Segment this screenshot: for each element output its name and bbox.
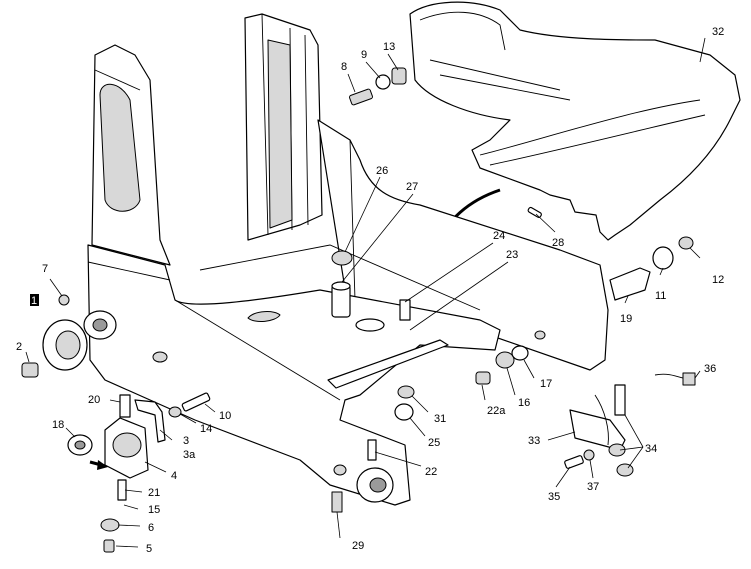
callout-7: 7	[42, 263, 48, 275]
leader-lines	[25, 37, 706, 548]
angle-plate-part-3	[134, 399, 166, 443]
bracket-part-4	[67, 417, 149, 479]
callout-22a: 22a	[487, 405, 506, 417]
callout-8: 8	[341, 61, 347, 73]
callout-2: 2	[16, 341, 22, 353]
callout-31: 31	[434, 413, 446, 425]
callout-23: 23	[506, 249, 518, 261]
cover-plate	[409, 1, 741, 241]
callout-17: 17	[540, 378, 552, 390]
center-tower	[244, 13, 323, 241]
callout-labels: 32 8 9 13 26 27 24 23 28 11 12 19 7 1 2 …	[16, 26, 724, 555]
fasteners	[21, 67, 694, 553]
callout-34: 34	[645, 443, 657, 455]
callout-28: 28	[552, 237, 564, 249]
callout-15: 15	[148, 504, 160, 516]
base-frame	[87, 244, 546, 506]
callout-14: 14	[200, 423, 212, 435]
callout-11: 11	[655, 290, 666, 302]
callout-36: 36	[704, 363, 716, 375]
right-bracket-assembly	[564, 372, 696, 477]
callout-16: 16	[518, 397, 530, 409]
callout-26: 26	[376, 165, 388, 177]
callout-35: 35	[548, 491, 560, 503]
callout-18: 18	[52, 419, 64, 431]
callout-33: 33	[528, 435, 540, 447]
callout-29: 29	[352, 540, 364, 552]
callout-6: 6	[148, 522, 154, 534]
callout-27: 27	[406, 181, 418, 193]
callout-9: 9	[361, 49, 367, 61]
callout-10: 10	[219, 410, 231, 422]
callout-21: 21	[148, 487, 160, 499]
callout-4: 4	[171, 470, 177, 482]
callout-37: 37	[587, 481, 599, 493]
callout-25: 25	[428, 437, 440, 449]
callout-3: 3	[183, 435, 189, 447]
callout-19: 19	[620, 313, 632, 325]
callout-32: 32	[712, 26, 724, 38]
callout-12: 12	[712, 274, 724, 286]
roller-lower-right	[356, 467, 394, 503]
callout-3a: 3a	[183, 449, 196, 461]
callout-5: 5	[146, 543, 152, 555]
callout-1-box	[30, 294, 39, 306]
callout-20: 20	[88, 394, 100, 406]
roller-part-1	[42, 310, 117, 371]
callout-24: 24	[493, 230, 505, 242]
callout-22: 22	[425, 466, 437, 478]
callout-13: 13	[383, 41, 395, 53]
callout-1: 1	[31, 295, 37, 307]
left-tower	[91, 44, 171, 266]
